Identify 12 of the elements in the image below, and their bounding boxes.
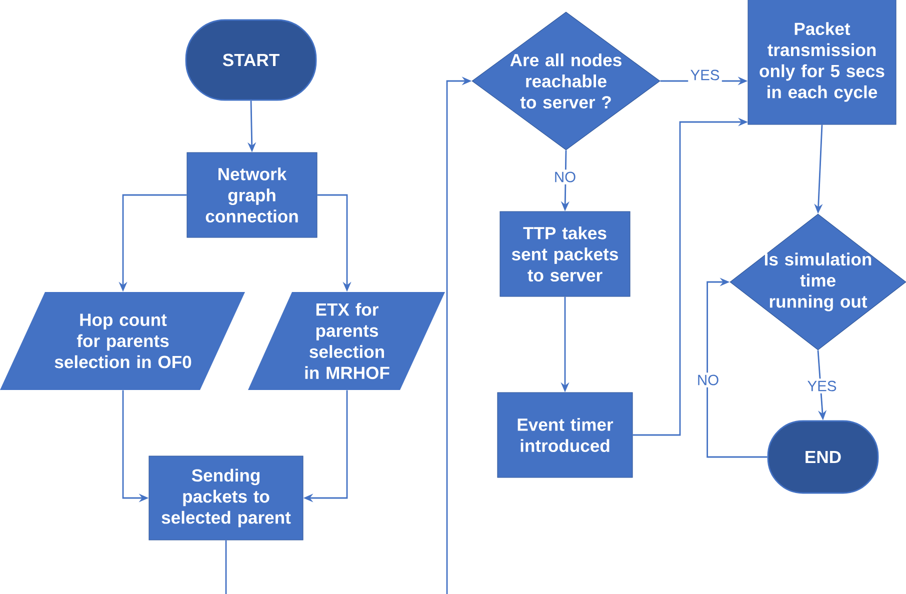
process-box: Sending packets to selected parent [148, 456, 304, 540]
data-parallelogram: ETX for parents selection in MRHOF [248, 292, 445, 390]
edge-label: NO [552, 170, 578, 184]
process-box: Packet transmission only for 5 secs in each cycle [748, 0, 896, 125]
process-box: TTP takes sent packets to server [500, 211, 630, 297]
process-box: Network graph connection [186, 152, 318, 238]
process-box: Event timer introduced [497, 392, 633, 478]
edge-label: YES [688, 68, 722, 82]
data-parallelogram: Hop count for parents selection in OF0 [0, 292, 245, 390]
edge-label: YES [805, 378, 839, 394]
arrow [706, 278, 768, 458]
edge-label: NO [694, 372, 722, 388]
